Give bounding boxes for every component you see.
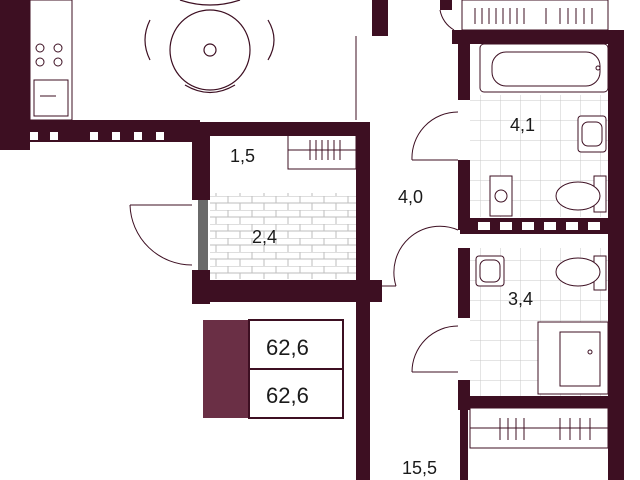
bathtub xyxy=(479,43,609,93)
total-area-1: 62,6 xyxy=(266,335,309,360)
bathroom-fixtures xyxy=(489,115,607,217)
toilet-fixtures xyxy=(475,255,609,395)
bedroom-area-label: 15,5 xyxy=(402,458,437,478)
top-wardrobe xyxy=(461,0,609,31)
storage-rack xyxy=(287,132,357,170)
bottom-wardrobe xyxy=(469,407,609,449)
walls xyxy=(0,0,624,480)
total-area-badge: 62,6 62,6 xyxy=(203,319,344,419)
doors xyxy=(129,9,459,373)
total-area-2: 62,6 xyxy=(266,383,309,408)
corridor-area-label: 4,0 xyxy=(398,187,423,207)
toilet-area-label: 3,4 xyxy=(508,289,533,309)
kitchen-counter xyxy=(29,0,73,121)
storage-area-label: 1,5 xyxy=(230,146,255,166)
hall-floor xyxy=(210,193,363,279)
dining-table xyxy=(144,0,275,94)
hall-area-label: 2,4 xyxy=(252,227,277,247)
badge-accent xyxy=(203,320,249,418)
bathroom-area-label: 4,1 xyxy=(510,115,535,135)
